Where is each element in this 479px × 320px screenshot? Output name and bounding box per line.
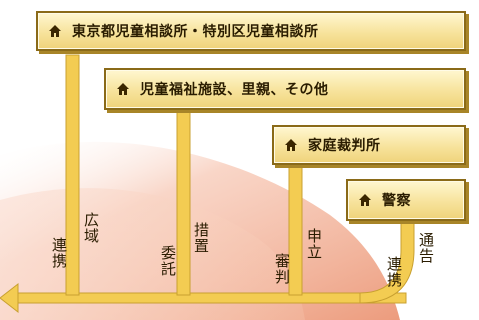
box-child-guidance-center: 東京都児童相談所・特別区児童相談所 xyxy=(36,11,466,51)
house-icon xyxy=(285,139,297,151)
label-kouiki: 広域 xyxy=(82,212,100,244)
box-welfare-facilities: 児童福祉施設、里親、その他 xyxy=(104,68,466,110)
label-renkei: 連携 xyxy=(50,237,68,269)
label-itaku: 委託 xyxy=(159,245,177,277)
box-label: 東京都児童相談所・特別区児童相談所 xyxy=(72,24,319,40)
box-family-court: 家庭裁判所 xyxy=(272,125,466,165)
label-renkei-2: 連携 xyxy=(385,256,403,288)
label-shinpan: 審判 xyxy=(273,253,291,285)
house-icon xyxy=(49,25,61,37)
house-icon xyxy=(117,83,129,95)
box-label: 警察 xyxy=(382,193,411,209)
connector-bar-3 xyxy=(288,166,303,296)
bottom-arrow xyxy=(0,282,407,314)
house-icon xyxy=(359,194,371,206)
connector-bar-2 xyxy=(176,111,191,296)
label-sochi: 措置 xyxy=(192,222,210,254)
connector-bar-1 xyxy=(65,54,80,296)
box-label: 児童福祉施設、里親、その他 xyxy=(140,82,329,98)
connector-curve-4 xyxy=(359,221,415,304)
box-police: 警察 xyxy=(346,179,466,221)
label-moushitate: 申立 xyxy=(305,228,323,260)
box-label: 家庭裁判所 xyxy=(308,138,381,154)
label-tsukoku: 通告 xyxy=(417,232,435,264)
